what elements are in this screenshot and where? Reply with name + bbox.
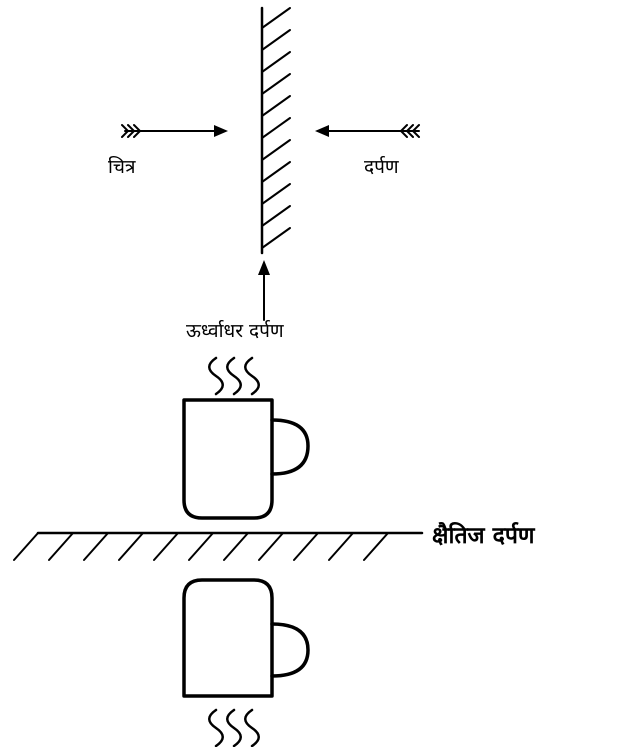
vertical-mirror-label: ऊर्ध्वाधर दर्पण <box>186 320 284 342</box>
cup-icon <box>182 398 310 520</box>
up-arrow-icon <box>258 260 270 321</box>
steam-icon <box>208 356 260 396</box>
vertical-mirror <box>260 6 291 255</box>
horizontal-mirror <box>13 531 424 561</box>
reflected-steam-icon <box>208 708 260 747</box>
horizontal-mirror-label: क्षैतिज दर्पण <box>432 523 535 549</box>
horizontal-mirror-hatching <box>13 532 389 561</box>
left-arrow-icon <box>121 124 228 138</box>
picture-label: चित्र <box>108 156 136 178</box>
reflected-cup-icon <box>182 578 310 698</box>
vertical-mirror-hatching <box>261 7 291 249</box>
mirror-label: दर्पण <box>364 156 399 178</box>
right-arrow-icon <box>315 124 420 138</box>
